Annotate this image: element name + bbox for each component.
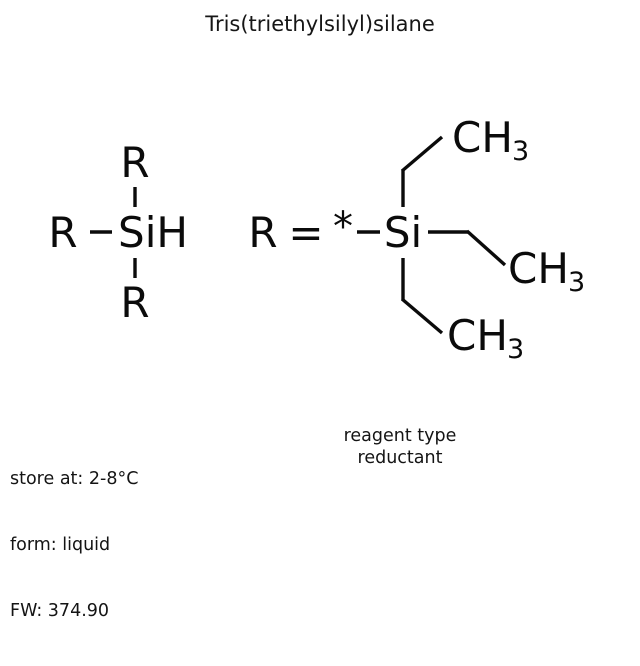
compound-card: Tris(triethylsilyl)silane R R SiH R R = [10,12,586,621]
methyl-right-subscript: 3 [568,267,585,298]
storage-temperature: store at: 2-8°C [10,469,139,489]
bond-bottom-ethyl-ch3 [400,297,444,335]
reagent-type-value: reductant [357,448,443,468]
right-structure-group: R = * Si CH 3 CH 3 CH 3 [248,113,585,365]
left-structure-group: R R SiH R [48,138,188,327]
reagent-type-heading: reagent type [343,426,457,446]
left-substituent-bottom-label: R [120,278,149,327]
reagent-type-block: reagent type reductant [300,425,500,469]
methyl-bottom-label: CH [447,311,508,360]
formula-weight: FW: 374.90 [10,601,110,621]
methyl-top-label: CH [452,113,513,162]
methyl-right-label: CH [508,244,569,293]
r-definition-label: R [248,208,277,257]
left-substituent-top-label: R [120,138,149,187]
page-title: Tris(triethylsilyl)silane [205,12,435,36]
equals-sign: = [288,208,323,257]
left-center-atom-label: SiH [118,208,188,257]
methyl-bottom-subscript: 3 [507,334,524,365]
attachment-point-asterisk: * [333,204,353,250]
bond-right-ethyl-ch3 [465,229,507,267]
right-center-atom-label: Si [384,208,422,257]
properties-block: store at: 2-8°C form: liquid FW: 374.90 [10,424,138,666]
methyl-top-subscript: 3 [512,136,529,167]
physical-form: form: liquid [10,535,111,555]
bond-top-ethyl-ch3 [400,135,444,173]
chemical-structure-diagram: R R SiH R R = * Si [48,113,585,365]
left-substituent-left-label: R [48,208,77,257]
